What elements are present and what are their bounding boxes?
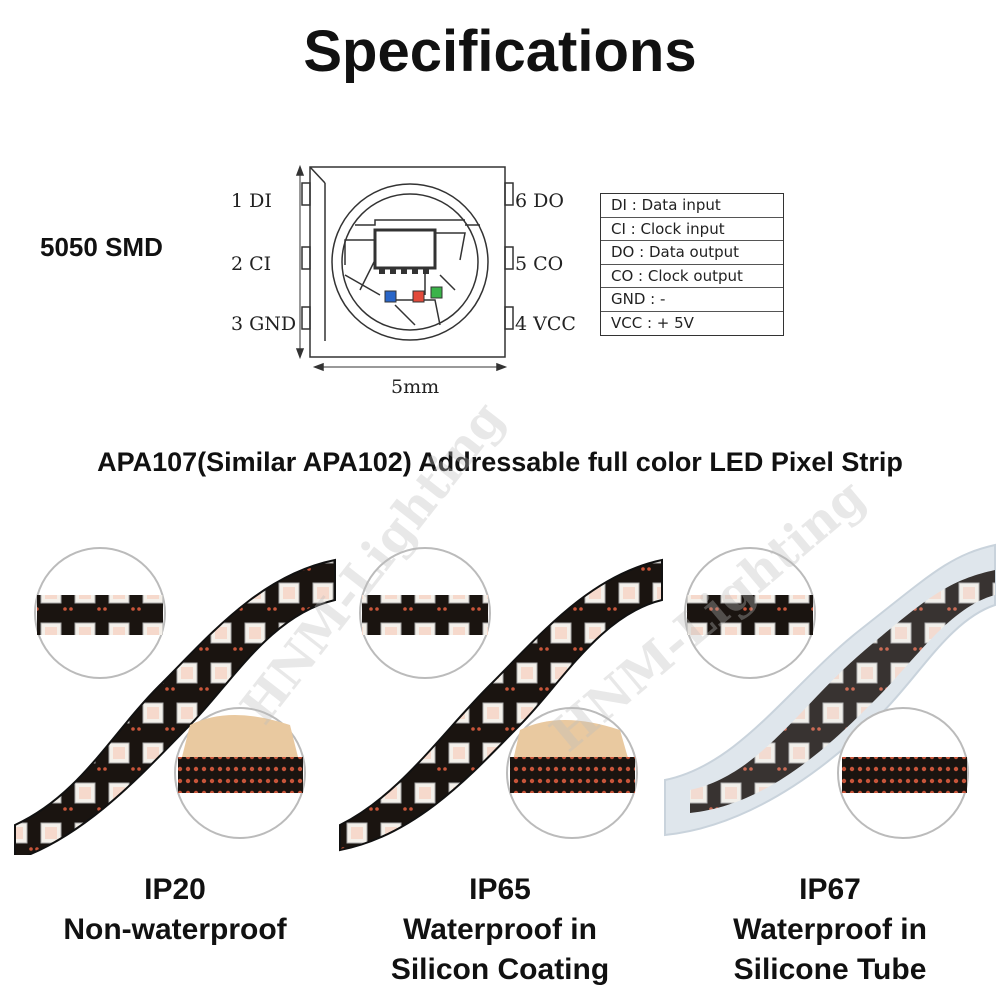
strip-ip67 <box>690 570 995 813</box>
lens-inner <box>341 193 479 331</box>
legend-row: DO : Data output <box>601 241 783 265</box>
led-red <box>412 290 425 303</box>
lens-outer <box>331 183 489 341</box>
legend-row: CO : Clock output <box>601 265 783 289</box>
led-green <box>430 286 443 299</box>
description: Silicon Coating <box>390 953 610 986</box>
legend-row: VCC : + 5V <box>611 313 694 332</box>
variant-caption-ip65: IP65 Waterproof in Silicon Coating <box>335 870 665 990</box>
pin-label-left: 2 CI <box>231 253 271 275</box>
description: Waterproof in <box>733 913 927 946</box>
package-outline <box>309 166 506 358</box>
legend-row: GND : - <box>601 288 783 312</box>
pad-6 <box>504 182 514 206</box>
led-blue <box>384 290 397 303</box>
strip-ip65 <box>339 558 663 852</box>
pin-label-left: 3 GND <box>231 313 296 335</box>
pad-3 <box>301 306 311 330</box>
product-subtitle: APA107(Similar APA102) Addressable full … <box>97 447 903 477</box>
pin-label-left: 1 DI <box>231 190 272 212</box>
description: Silicone Tube <box>733 953 927 986</box>
pinout-diagram: 1 DI 2 CI 3 GND 6 DO 5 CO 4 VCC 5mm <box>231 164 576 398</box>
pad-4 <box>504 306 514 330</box>
pin-label-right: 5 CO <box>515 253 563 275</box>
pin-label-right: 6 DO <box>515 190 564 212</box>
variant-caption-ip20: IP20 Non-waterproof <box>10 870 340 950</box>
dimension-label: 5mm <box>391 376 439 398</box>
legend-row: CI : Clock input <box>601 218 783 242</box>
variant-caption-ip67: IP67 Waterproof in Silicone Tube <box>665 870 995 990</box>
pad-2 <box>301 246 311 270</box>
page-title: Specifications <box>303 19 697 84</box>
rating: IP20 <box>144 873 206 906</box>
description: Non-waterproof <box>63 913 287 946</box>
pin-legend: DI : Data input CI : Clock input DO : Da… <box>600 193 784 336</box>
smd-label: 5050 SMD <box>40 232 163 262</box>
strip-ip20 <box>14 558 336 855</box>
legend-row: DI : Data input <box>601 194 783 218</box>
pad-1 <box>301 182 311 206</box>
strip-photos <box>14 543 996 855</box>
pad-5 <box>504 246 514 270</box>
pin-label-right: 4 VCC <box>515 313 576 335</box>
rating: IP67 <box>799 873 861 906</box>
description: Waterproof in <box>403 913 597 946</box>
rating: IP65 <box>469 873 531 906</box>
